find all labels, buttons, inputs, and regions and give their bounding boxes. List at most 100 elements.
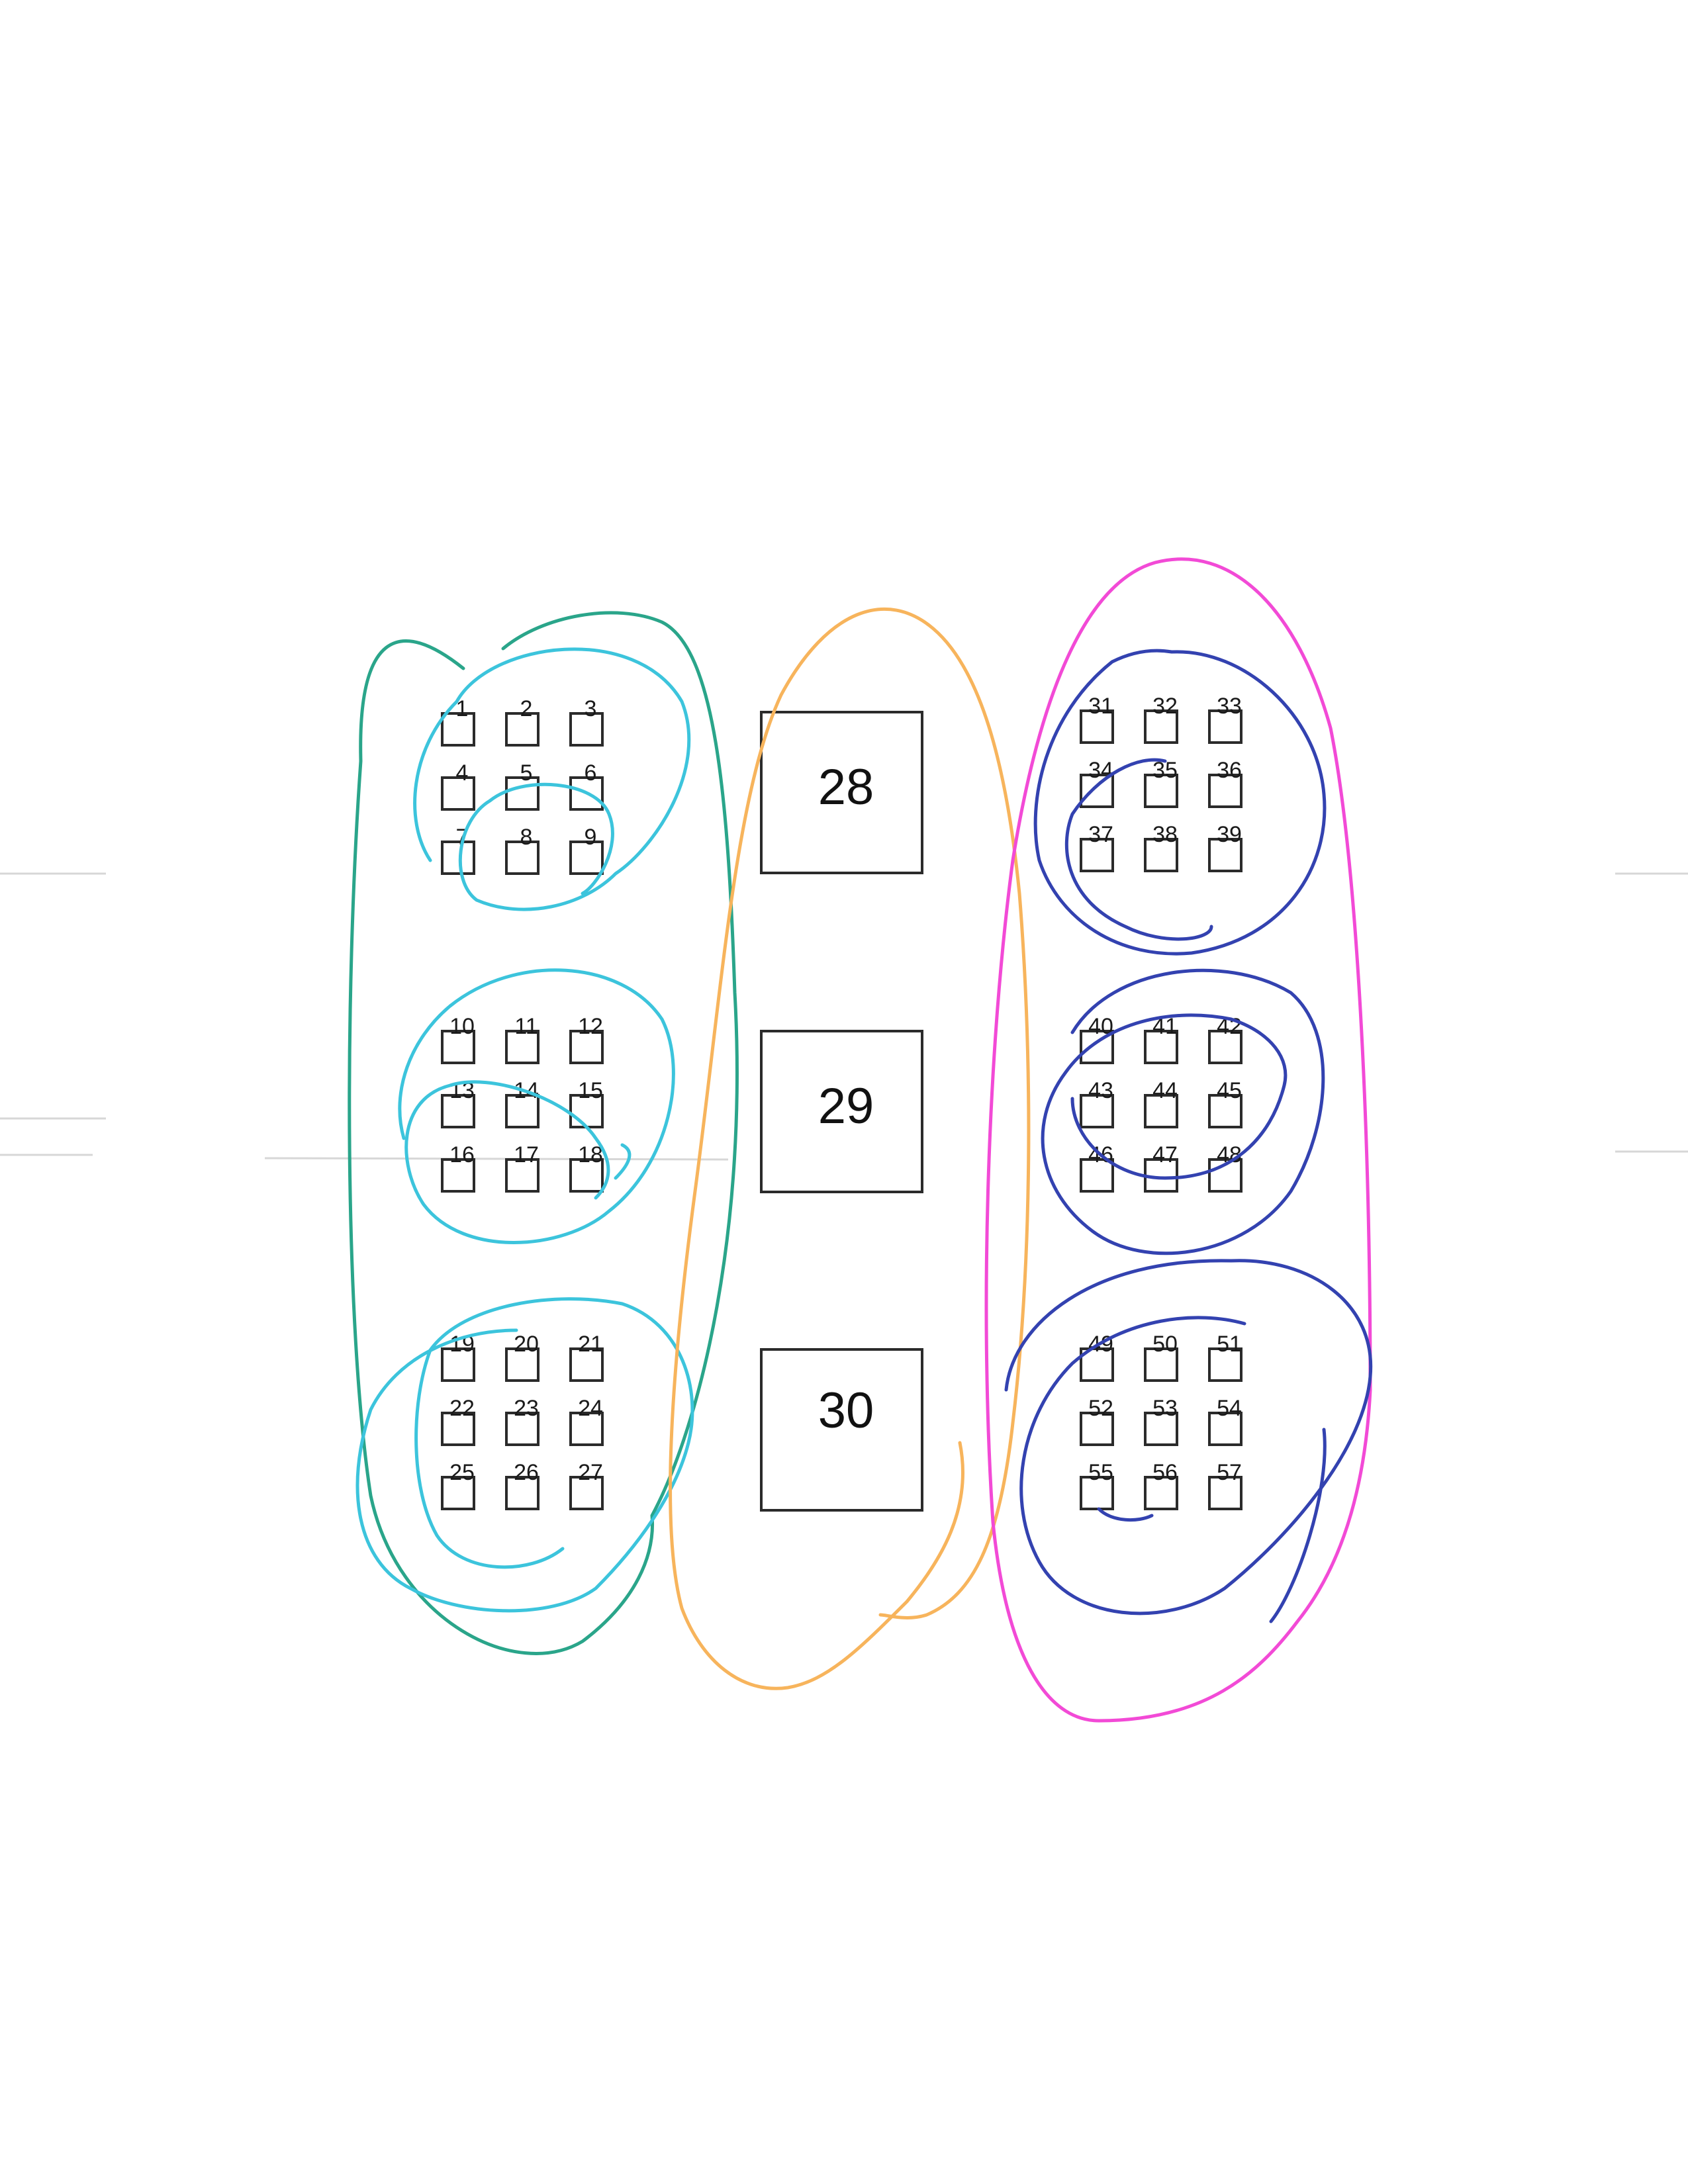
left-column-loop	[348, 611, 739, 1655]
box-number-label: 21	[578, 1332, 603, 1357]
box-number-label: 32	[1152, 694, 1178, 719]
numbered-box: 8	[505, 825, 539, 875]
numbered-box: 53	[1144, 1396, 1178, 1446]
small-box	[1208, 838, 1243, 872]
small-box	[505, 1094, 539, 1128]
numbered-box: 31	[1080, 694, 1114, 744]
numbered-box: 15	[569, 1078, 604, 1128]
small-box	[569, 841, 604, 875]
small-box	[1208, 1158, 1243, 1193]
box-number-label: 31	[1088, 694, 1113, 719]
box-number-label: 10	[449, 1014, 475, 1039]
box-number-label: 3	[585, 696, 597, 721]
small-box	[441, 776, 475, 811]
middle-column-loop	[669, 607, 1031, 1690]
box-number-label: 50	[1152, 1332, 1178, 1357]
box-number-label: 45	[1217, 1078, 1242, 1103]
small-box	[1080, 1158, 1114, 1193]
numbered-box: 43	[1080, 1078, 1114, 1128]
numbered-box: 9	[569, 825, 604, 875]
box-cluster: 19 20 21 22 23 24 25 26 27	[441, 1332, 604, 1510]
numbered-box: 4	[441, 760, 475, 811]
numbered-box: 20	[505, 1332, 539, 1382]
numbered-box: 45	[1208, 1078, 1243, 1128]
box-number-label: 51	[1217, 1332, 1242, 1357]
box-number-label: 6	[585, 760, 597, 786]
box-number-label: 36	[1217, 758, 1242, 783]
box-number-label: 25	[449, 1460, 475, 1485]
small-box	[505, 712, 539, 747]
numbered-box: 32	[1144, 694, 1178, 744]
small-box	[1208, 774, 1243, 808]
small-box	[569, 1158, 604, 1193]
small-box	[569, 1030, 604, 1064]
small-box	[569, 1347, 604, 1382]
small-box	[505, 1158, 539, 1193]
numbered-box: 55	[1080, 1460, 1114, 1510]
box-number-label: 17	[514, 1142, 539, 1167]
box-number-label: 55	[1088, 1460, 1113, 1485]
small-box	[441, 1476, 475, 1510]
box-number-label: 37	[1088, 822, 1113, 847]
box-number-label: 2	[520, 696, 533, 721]
big-box-label: 30	[818, 1383, 874, 1439]
left-cluster-loop-1	[413, 647, 691, 911]
box-number-label: 44	[1152, 1078, 1178, 1103]
numbered-box: 44	[1144, 1078, 1178, 1128]
numbered-box: 27	[569, 1460, 604, 1510]
numbered-box: 23	[505, 1396, 539, 1446]
small-box	[1144, 709, 1178, 744]
numbered-box: 51	[1208, 1332, 1243, 1382]
numbered-box: 1	[441, 696, 475, 747]
box-number-label: 4	[456, 760, 469, 786]
numbered-box: 56	[1144, 1460, 1178, 1510]
numbered-box: 52	[1080, 1396, 1114, 1446]
box-number-label: 43	[1088, 1078, 1113, 1103]
numbered-box: 34	[1080, 758, 1114, 808]
box-number-label: 11	[514, 1014, 538, 1039]
small-box	[505, 841, 539, 875]
box-number-label: 22	[449, 1396, 475, 1421]
left-cluster-loop-2	[398, 968, 675, 1244]
numbered-box: 5	[505, 760, 539, 811]
box-number-label: 39	[1217, 822, 1242, 847]
numbered-box: 2	[505, 696, 539, 747]
right-cluster-loop-2	[1041, 968, 1325, 1255]
small-box	[505, 1347, 539, 1382]
small-box	[441, 841, 475, 875]
box-number-label: 26	[514, 1460, 539, 1485]
big-box-29: 29	[760, 1030, 923, 1193]
hand-drawn-loops	[348, 557, 1373, 1723]
numbered-box: 50	[1144, 1332, 1178, 1382]
numbered-box: 7	[441, 825, 475, 875]
box-number-label: 54	[1217, 1396, 1242, 1421]
right-cluster-loop-3	[1004, 1259, 1373, 1623]
numbered-box: 36	[1208, 758, 1243, 808]
numbered-box: 38	[1144, 822, 1178, 872]
small-box	[1144, 774, 1178, 808]
box-number-label: 20	[514, 1332, 539, 1357]
small-box	[441, 712, 475, 747]
numbered-box: 21	[569, 1332, 604, 1382]
small-box	[505, 1412, 539, 1446]
box-number-label: 16	[449, 1142, 475, 1167]
numbered-box: 41	[1144, 1014, 1178, 1064]
small-box	[1080, 1476, 1114, 1510]
box-number-label: 52	[1088, 1396, 1113, 1421]
numbered-box: 24	[569, 1396, 604, 1446]
box-number-label: 23	[514, 1396, 539, 1421]
small-box	[441, 1158, 475, 1193]
small-box	[1144, 1476, 1178, 1510]
numbered-box: 19	[441, 1332, 475, 1382]
numbered-box: 54	[1208, 1396, 1243, 1446]
right-cluster-loop-1	[1033, 649, 1327, 956]
small-box	[441, 1030, 475, 1064]
big-box-label: 29	[818, 1078, 874, 1134]
small-box	[1080, 1094, 1114, 1128]
numbered-box: 35	[1144, 758, 1178, 808]
box-number-label: 12	[578, 1014, 603, 1039]
small-box	[569, 1412, 604, 1446]
